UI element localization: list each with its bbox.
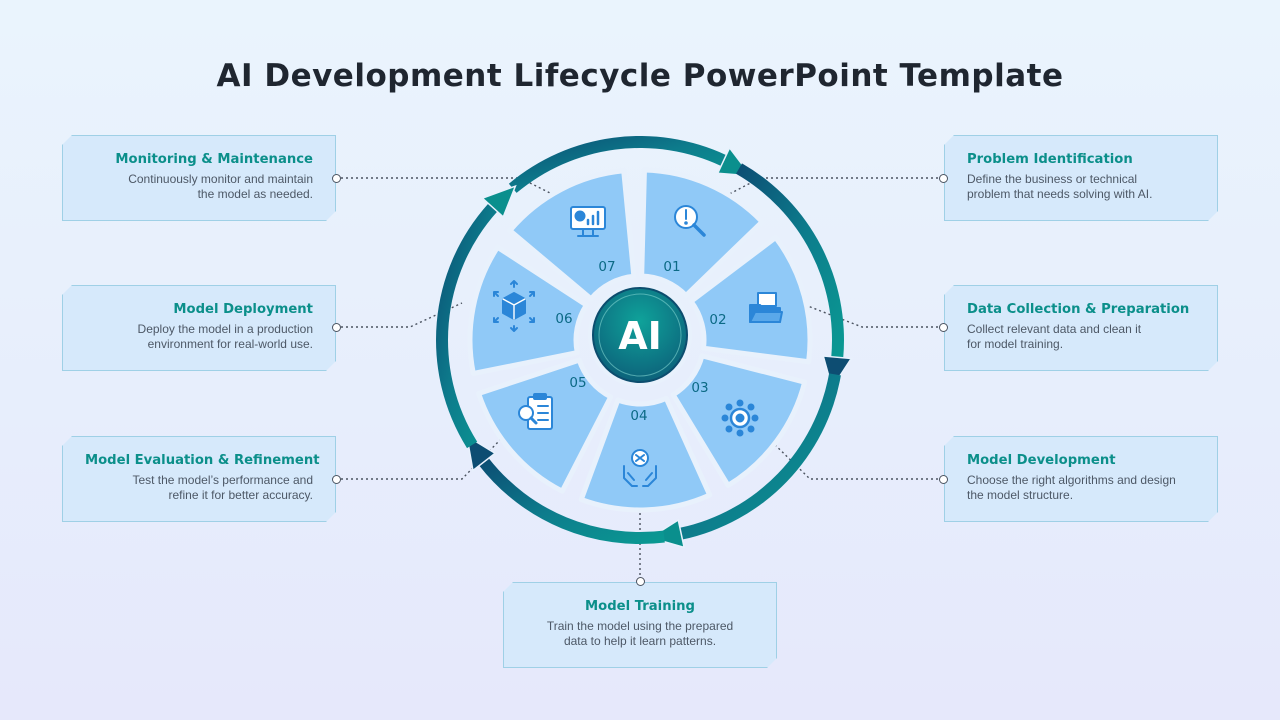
step-card-05: Model Evaluation & Refinement Test the m… <box>62 436 336 522</box>
step-number-04: 04 <box>630 408 647 424</box>
step-number-05: 05 <box>569 375 586 391</box>
connector-lines <box>336 177 943 580</box>
connector-02 <box>799 302 943 328</box>
step-title: Data Collection & Preparation <box>967 302 1190 317</box>
step-description-line: the model as needed. <box>197 187 313 201</box>
step-title: Model Deployment <box>173 302 313 317</box>
hub-label: AI <box>618 314 662 358</box>
step-description-line: Deploy the model in a production <box>137 322 313 336</box>
connector-dot-04 <box>636 577 645 586</box>
cycle-arrows <box>436 136 853 549</box>
connector-dot-02 <box>939 323 948 332</box>
cycle-arc <box>436 203 498 449</box>
connector-07 <box>336 177 561 199</box>
brain-hands-icon <box>623 449 657 487</box>
step-number-03: 03 <box>691 380 708 396</box>
connector-03 <box>769 439 943 480</box>
connector-01 <box>717 177 943 201</box>
segment-06 <box>467 244 589 376</box>
cycle-arrowhead <box>465 434 497 472</box>
cycle-arrowhead <box>648 518 686 549</box>
step-description-line: Continuously monitor and maintain <box>128 172 313 186</box>
step-title: Model Training <box>585 599 695 614</box>
connector-dot-07 <box>332 174 341 183</box>
step-description-line: Choose the right algorithms and design <box>967 473 1176 487</box>
step-number-01: 01 <box>663 259 680 275</box>
step-description-line: data to help it learn patterns. <box>563 634 717 648</box>
cycle-arc <box>479 458 665 545</box>
step-number-06: 06 <box>555 311 572 327</box>
step-card-01: Problem Identification Define the busine… <box>944 135 1218 221</box>
step-description-line: problem that needs solving with AI. <box>967 187 1153 201</box>
hub-circle <box>592 287 688 383</box>
box-arrows-icon <box>493 280 535 332</box>
step-description-line: refine it for better accuracy. <box>168 488 313 502</box>
step-card-07: Monitoring & Maintenance Continuously mo… <box>62 135 336 221</box>
step-number-02: 02 <box>709 312 726 328</box>
connector-dot-01 <box>939 174 948 183</box>
hub-inner-ring <box>598 293 682 377</box>
step-description-line: Test the model’s performance and <box>132 473 313 487</box>
warning-search-icon <box>674 205 706 237</box>
cycle-arc <box>508 136 727 193</box>
step-number-07: 07 <box>598 259 615 275</box>
step-segments <box>467 167 813 513</box>
step-card-06: Model Deployment Deploy the model in a p… <box>62 285 336 371</box>
step-card-03: Model Development Choose the right algor… <box>944 436 1218 522</box>
step-description-line: Train the model using the prepared <box>546 619 734 633</box>
segment-02 <box>688 235 813 365</box>
step-title: Model Evaluation & Refinement <box>85 453 320 468</box>
step-description-line: environment for real-world use. <box>147 337 313 351</box>
segment-07 <box>507 168 637 302</box>
connector-dot-05 <box>332 475 341 484</box>
gear-network-icon <box>721 399 759 437</box>
step-description-line: for model training. <box>967 337 1064 351</box>
connector-dot-06 <box>332 323 341 332</box>
step-card-04: Model Training Train the model using the… <box>503 582 777 668</box>
connector-05 <box>336 439 501 480</box>
step-description-line: the model structure. <box>967 488 1074 502</box>
step-title: Model Development <box>967 453 1116 468</box>
step-description-line: Define the business or technical <box>967 172 1138 186</box>
monitor-chart-icon <box>570 206 606 237</box>
cycle-arc <box>736 163 844 358</box>
connector-dot-03 <box>939 475 948 484</box>
cycle-arrowhead <box>481 184 517 219</box>
step-card-02: Data Collection & Preparation Collect re… <box>944 285 1218 371</box>
clipboard-magnifier-icon <box>518 393 553 430</box>
step-title: Problem Identification <box>967 152 1133 167</box>
step-title: Monitoring & Maintenance <box>115 152 313 167</box>
page-title: AI Development Lifecycle PowerPoint Temp… <box>216 58 1064 94</box>
step-description-line: Collect relevant data and clean it <box>967 322 1142 336</box>
folder-documents-icon <box>749 292 783 323</box>
